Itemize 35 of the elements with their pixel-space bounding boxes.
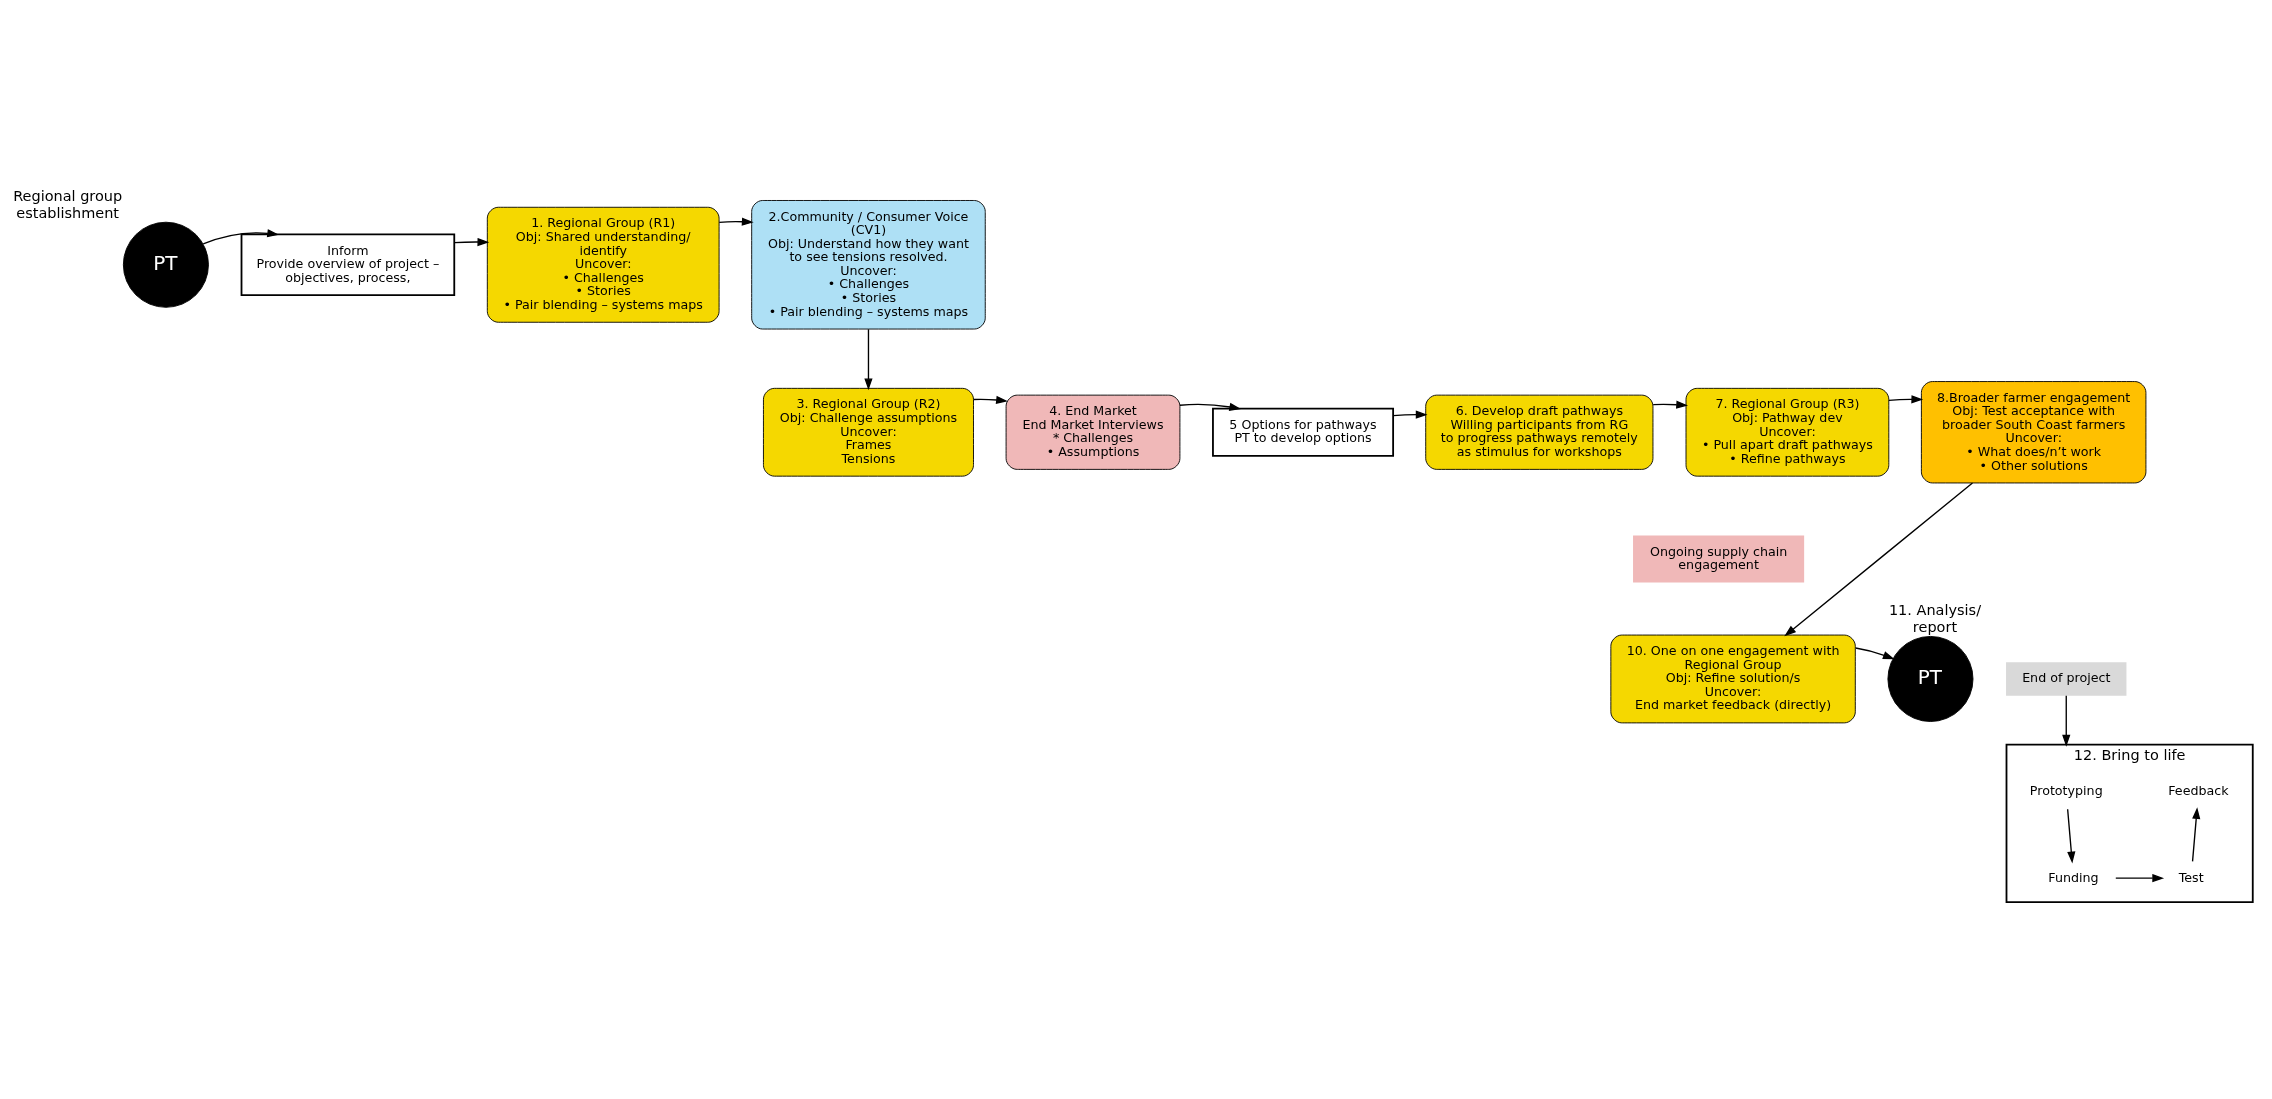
arrow [2191, 807, 2201, 862]
node-label: Regional group establishment [13, 188, 123, 221]
arrow [2115, 874, 2165, 883]
node-box: 2.Community / Consumer Voice (CV1) Obj: Understand how they want to see tensions resolved. Uncover: • Challenges • Stories • Pair blending – systems maps [751, 200, 986, 330]
arrow [718, 217, 754, 226]
node-circle: PT [1887, 635, 1974, 722]
arrow [1652, 400, 1688, 409]
arrow [1855, 647, 1895, 660]
arrow [2062, 695, 2071, 747]
arrow [1392, 410, 1428, 419]
node-text: Feedback [2168, 783, 2229, 799]
node-circle: PT [122, 221, 209, 308]
node-text: Funding [2048, 869, 2099, 885]
arrow [453, 237, 490, 247]
node-text: Prototyping [2029, 783, 2103, 799]
node-box: 5 Options for pathways PT to develop options [1212, 407, 1395, 457]
node-box: 4. End Market End Market Interviews * Challenges • Assumptions [1005, 394, 1181, 470]
node-box: 8.Broader farmer engagement Obj: Test acceptance with broader South Coast farmers Uncover: • What does/n’t work • Other solutions [1920, 381, 2147, 484]
node-box: 1. Regional Group (R1) Obj: Shared understanding/ identify Uncover: • Challenges • Stories • Pair blending – systems maps [486, 206, 720, 323]
node-box: 3. Regional Group (R2) Obj: Challenge assumptions Uncover: Frames Tensions [763, 387, 974, 477]
arrow [1179, 402, 1242, 411]
arrow [202, 229, 279, 245]
node-label: 11. Analysis/ report [1888, 602, 1982, 635]
node-box: 7. Regional Group (R3) Obj: Pathway dev Uncover: • Pull apart draft pathways • Refine pathways [1685, 387, 1890, 477]
arrow [864, 328, 873, 391]
node-box: 10. One on one engagement with Regional Group Obj: Refine solution/s Uncover: End market feedback (directly) [1610, 634, 1856, 724]
arrow [973, 395, 1008, 405]
node-box: 6. Develop draft pathways Willing participants from RG to progress pathways remotely as stimulus for workshops [1425, 394, 1654, 470]
node-box: Ongoing supply chain engagement [1633, 535, 1805, 583]
arrow [1784, 482, 1974, 637]
node-text: Test [2178, 869, 2204, 885]
arrow [2066, 808, 2076, 864]
arrow [1888, 395, 1924, 404]
node-box: Inform Provide overview of project – objectives, process, [240, 233, 456, 296]
node-box: End of project [2006, 662, 2127, 696]
